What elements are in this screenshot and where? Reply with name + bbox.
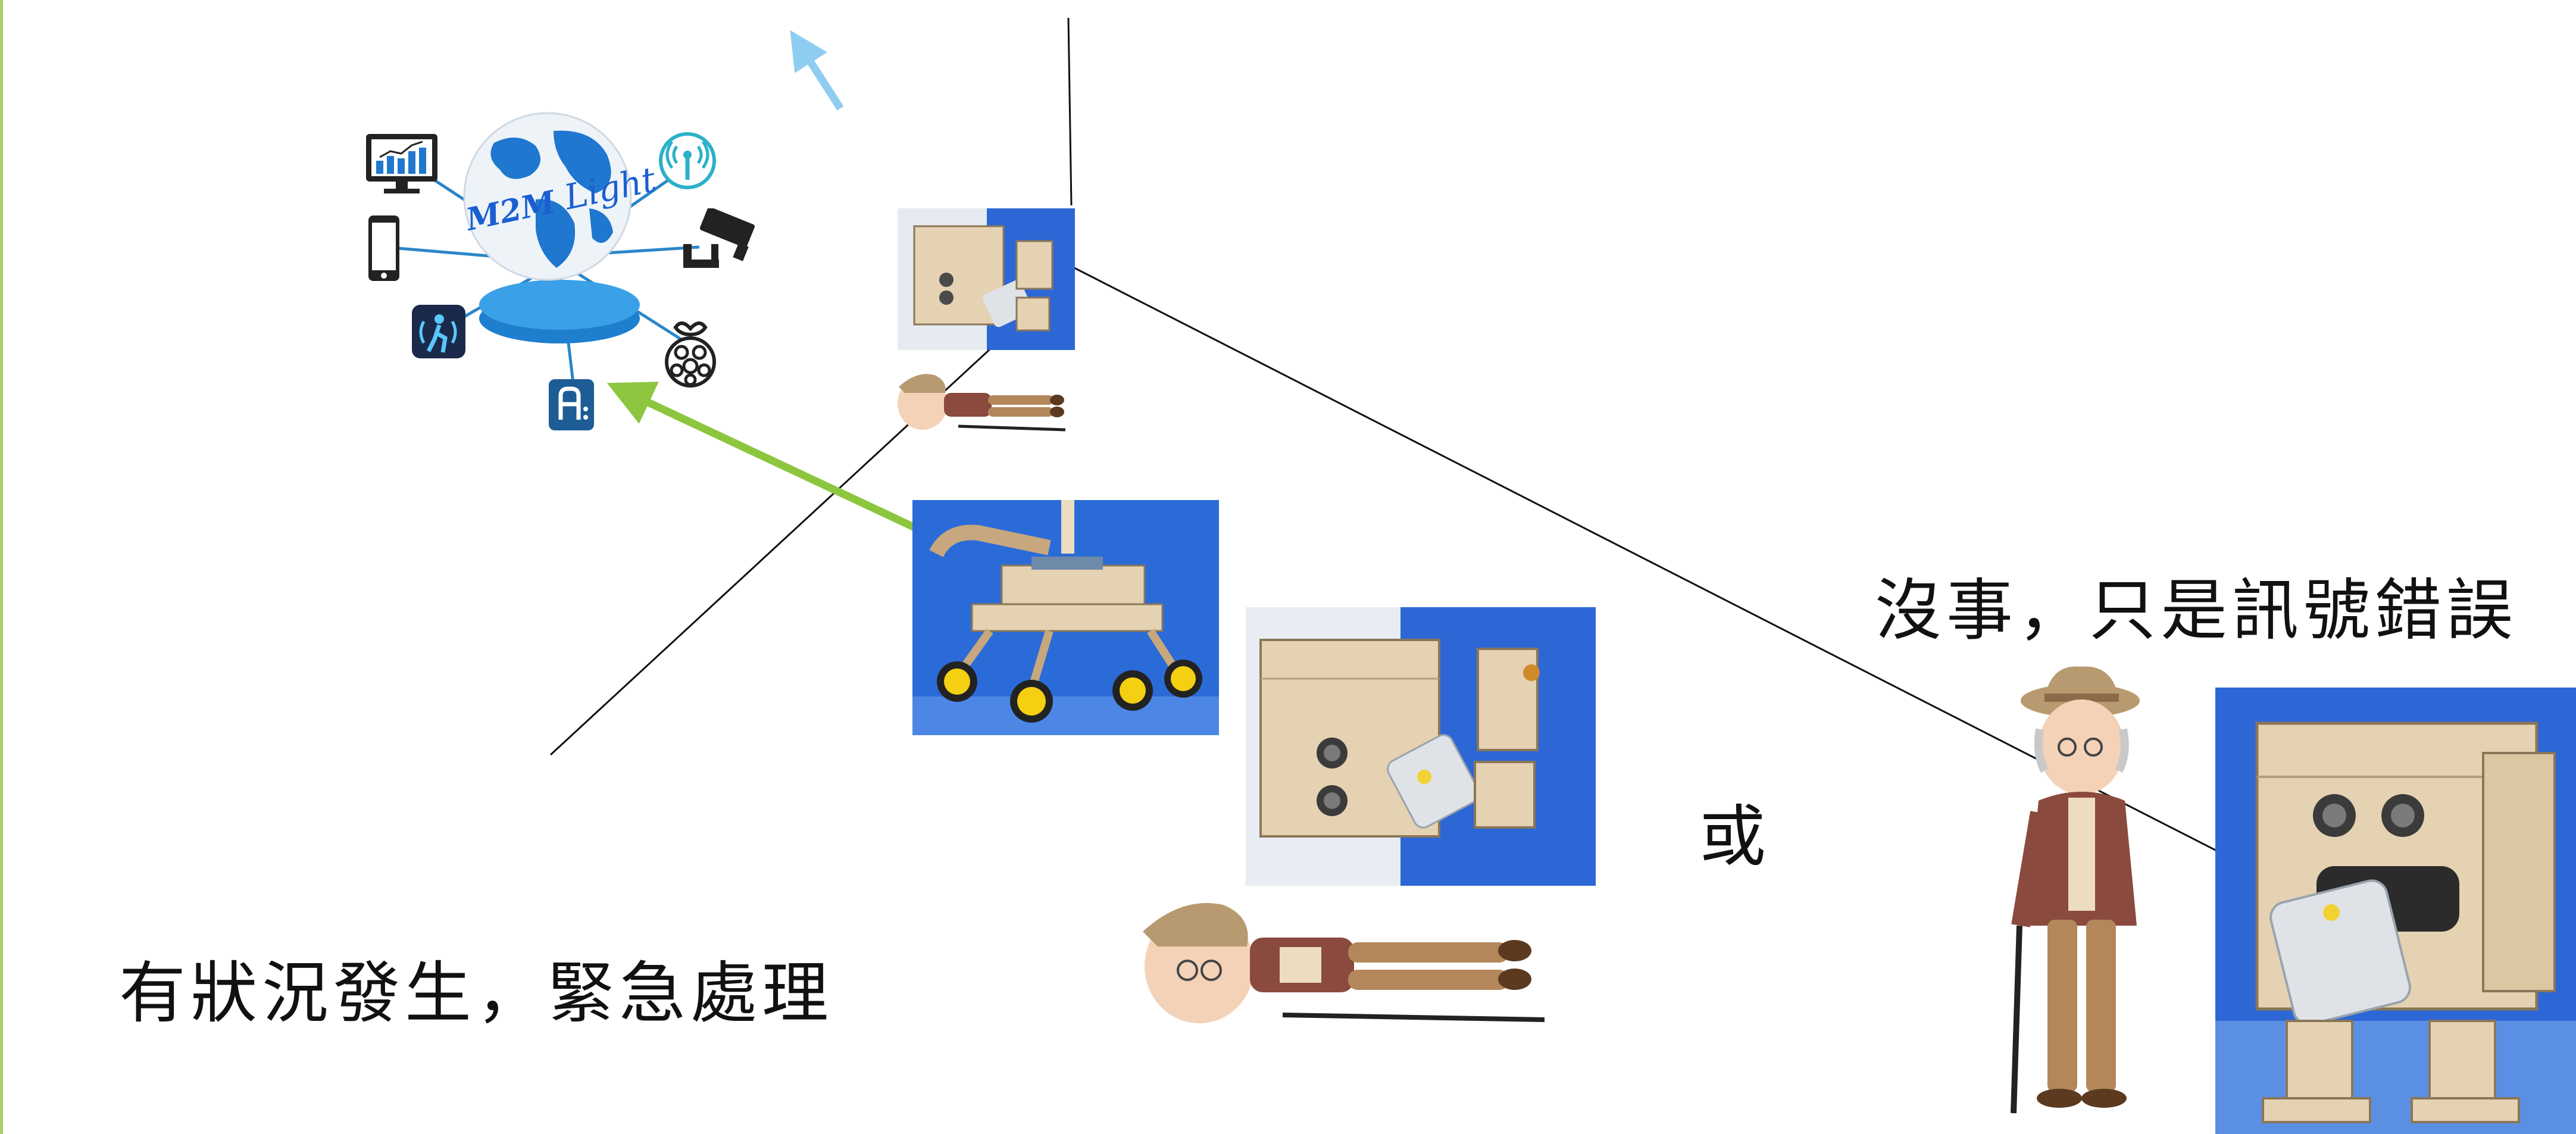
raspberry-pi-icon bbox=[658, 315, 723, 390]
caption-false-alarm: 沒事，只是訊號錯誤 bbox=[1875, 557, 2518, 653]
light-blue-arrow bbox=[801, 46, 840, 108]
arduino-icon bbox=[548, 378, 595, 432]
security-camera-icon bbox=[679, 208, 759, 274]
robot-photo-right bbox=[2215, 688, 2576, 1134]
robot-photo-small bbox=[898, 208, 1075, 350]
rover-robot-photo bbox=[912, 500, 1219, 735]
motion-sensor-icon bbox=[411, 304, 467, 360]
monitor-chart-icon bbox=[363, 131, 440, 196]
elder-standing bbox=[2003, 664, 2161, 1116]
elder-lying-large bbox=[1134, 896, 1553, 1032]
iot-hub-graphic: M2M Light bbox=[357, 95, 762, 441]
smartphone-icon bbox=[366, 214, 402, 283]
connector-line-top bbox=[1068, 18, 1071, 205]
wireless-signal-icon bbox=[658, 131, 717, 190]
robot-photo-large bbox=[1246, 607, 1596, 886]
caption-or: 或 bbox=[1699, 783, 1771, 879]
caption-emergency: 有狀況發生，緊急處理 bbox=[119, 939, 833, 1036]
elder-lying-small bbox=[893, 369, 1071, 438]
